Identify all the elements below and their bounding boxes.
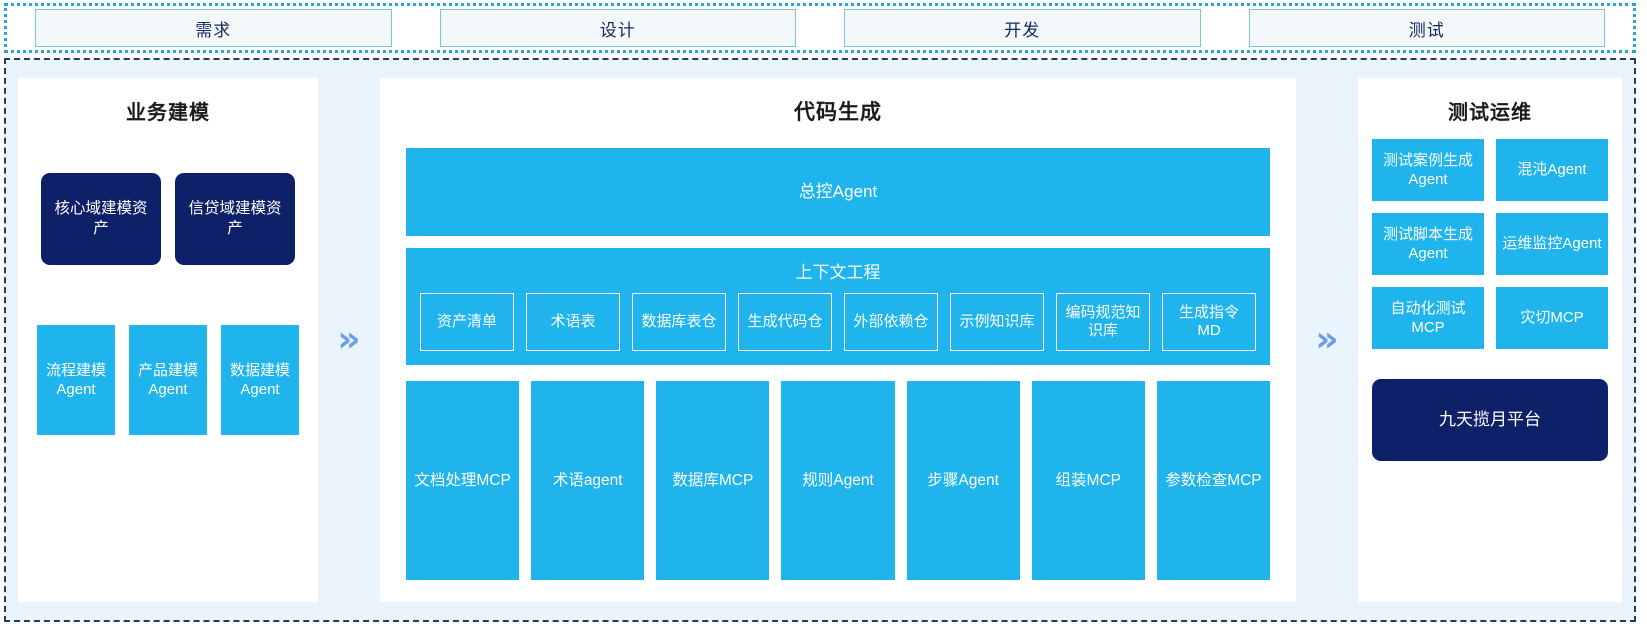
business-modeling-content: 核心域建模资产 信贷域建模资产 流程建模Agent 产品建模Agent 数据建模… [32,125,304,588]
context-item-generated-code-repo[interactable]: 生成代码仓 [738,293,832,351]
agent-label: 流程建模Agent [45,361,106,398]
platform-tile-jiutian-lanyue[interactable]: 九天揽月平台 [1372,379,1608,461]
tool-label: 文档处理MCP [414,471,511,489]
tile-label: 混沌Agent [1517,161,1587,179]
architecture-body: 业务建模 核心域建模资产 信贷域建模资产 流程建模Agent 产品建模Agen [4,58,1636,622]
asset-tile-core-domain[interactable]: 核心域建模资产 [41,173,161,265]
stage-box-testing[interactable]: 测试 [1248,9,1605,47]
asset-label: 信贷域建模资产 [188,200,282,237]
tool-label: 组装MCP [1055,471,1121,489]
context-item-glossary[interactable]: 术语表 [526,293,620,351]
tool-tile-step-agent[interactable]: 步骤Agent [906,381,1020,580]
stage-box-development[interactable]: 开发 [844,9,1201,47]
tool-tile-database-mcp[interactable]: 数据库MCP [656,381,770,580]
panel-business-modeling: 业务建模 核心域建模资产 信贷域建模资产 流程建模Agent 产品建模Agen [18,78,318,602]
context-engineering-title: 上下文工程 [795,263,881,282]
context-item-label: 术语表 [550,312,596,330]
context-engineering-item-row: 资产清单 术语表 数据库表仓 生成代码仓 外部依赖仓 [420,293,1256,351]
context-engineering-block: 上下文工程 资产清单 术语表 数据库表仓 生成代码仓 [406,248,1270,365]
context-item-label: 资产清单 [436,312,497,330]
code-generation-content: 总控Agent 上下文工程 资产清单 术语表 数据库表仓 [394,126,1282,588]
tile-chaos-agent[interactable]: 混沌Agent [1496,139,1608,201]
panel-test-operations: 测试运维 测试案例生成Agent 混沌Agent 测试脚本生成Agent 运维监… [1358,78,1622,602]
tile-ops-monitoring-agent[interactable]: 运维监控Agent [1496,213,1608,275]
context-item-generation-instruction-md[interactable]: 生成指令MD [1162,293,1256,351]
context-item-db-table-repo[interactable]: 数据库表仓 [632,293,726,351]
panel-title-test-operations: 测试运维 [1448,102,1532,124]
tool-tile-glossary-agent[interactable]: 术语agent [531,381,645,580]
context-item-label: 生成指令MD [1178,303,1239,339]
context-item-example-knowledge-base[interactable]: 示例知识库 [950,293,1044,351]
stage-box-requirements[interactable]: 需求 [35,9,392,47]
agent-label: 数据建模Agent [229,361,290,398]
platform-label: 九天揽月平台 [1439,410,1541,430]
business-agent-row: 流程建模Agent 产品建模Agent 数据建模Agent [32,325,304,435]
agent-tile-product-modeling[interactable]: 产品建模Agent [129,325,207,435]
tile-label: 测试案例生成Agent [1382,151,1473,188]
tool-label: 术语agent [552,471,623,489]
tool-label: 数据库MCP [672,471,754,489]
test-operations-grid: 测试案例生成Agent 混沌Agent 测试脚本生成Agent 运维监控Agen… [1372,139,1608,349]
stage-label: 开发 [1004,20,1041,40]
tool-tile-rule-agent[interactable]: 规则Agent [781,381,895,580]
tool-label: 参数检查MCP [1165,471,1262,489]
tile-automated-test-mcp[interactable]: 自动化测试MCP [1372,287,1484,349]
context-item-external-dependency-repo[interactable]: 外部依赖仓 [844,293,938,351]
business-asset-row: 核心域建模资产 信贷域建模资产 [32,173,304,265]
lifecycle-stage-strip: 需求 设计 开发 测试 [4,3,1636,53]
panel-title-business-modeling: 业务建模 [126,102,210,124]
tile-label: 运维监控Agent [1502,235,1602,253]
asset-tile-credit-domain[interactable]: 信贷域建模资产 [175,173,295,265]
stage-label: 设计 [599,20,636,40]
context-item-label: 生成代码仓 [747,312,823,330]
tool-tile-assembly-mcp[interactable]: 组装MCP [1031,381,1145,580]
agent-tile-process-modeling[interactable]: 流程建模Agent [37,325,115,435]
agent-label: 产品建模Agent [137,361,198,398]
double-chevron-right-icon: » [337,319,361,360]
tool-label: 规则Agent [802,471,874,489]
flow-arrow-left: » [318,78,380,602]
test-operations-content: 测试案例生成Agent 混沌Agent 测试脚本生成Agent 运维监控Agen… [1372,125,1608,588]
context-item-label: 示例知识库 [959,312,1035,330]
agent-tile-data-modeling[interactable]: 数据建模Agent [221,325,299,435]
context-item-coding-standard-knowledge-base[interactable]: 编码规范知识库 [1056,293,1150,351]
context-item-label: 外部依赖仓 [853,312,929,330]
tile-label: 自动化测试MCP [1390,299,1466,336]
context-item-label: 数据库表仓 [641,312,717,330]
asset-label: 核心域建模资产 [54,200,148,237]
panel-code-generation: 代码生成 总控Agent 上下文工程 资产清单 术语表 [380,78,1296,602]
tile-label: 测试脚本生成Agent [1382,225,1473,262]
context-item-label: 编码规范知识库 [1065,303,1141,339]
panel-title-code-generation: 代码生成 [794,101,882,124]
tile-test-script-generation-agent[interactable]: 测试脚本生成Agent [1372,213,1484,275]
tool-tile-document-processing-mcp[interactable]: 文档处理MCP [406,381,520,580]
tool-tile-parameter-check-mcp[interactable]: 参数检查MCP [1156,381,1270,580]
stage-label: 测试 [1408,20,1445,40]
tile-test-case-generation-agent[interactable]: 测试案例生成Agent [1372,139,1484,201]
master-control-agent-banner[interactable]: 总控Agent [406,148,1270,236]
master-control-agent-label: 总控Agent [798,182,878,202]
tile-disaster-switch-mcp[interactable]: 灾切MCP [1496,287,1608,349]
double-chevron-right-icon: » [1315,319,1339,360]
tile-label: 灾切MCP [1520,309,1584,327]
tool-label: 步骤Agent [927,471,999,489]
flow-arrow-right: » [1296,78,1358,602]
context-item-asset-inventory[interactable]: 资产清单 [420,293,514,351]
stage-label: 需求 [195,20,232,40]
code-generation-tool-row: 文档处理MCP 术语agent 数据库MCP 规则Agent 步骤Agent [406,381,1270,584]
stage-box-design[interactable]: 设计 [439,9,796,47]
